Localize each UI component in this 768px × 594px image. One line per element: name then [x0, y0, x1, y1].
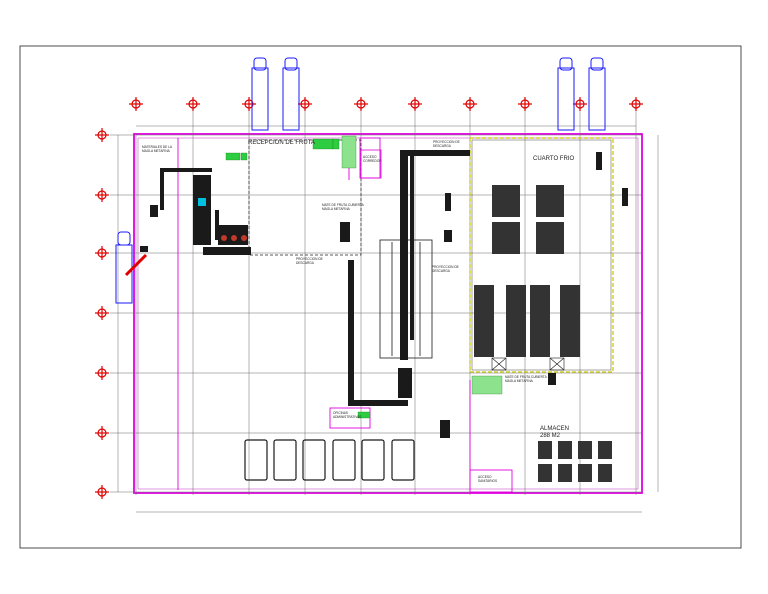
note-top-left-1: MATERIALES DE LA: [142, 145, 173, 149]
main-conveyor: [348, 150, 470, 406]
note-office-1: OFICINAS: [333, 411, 349, 415]
processing-line-left: [140, 168, 251, 255]
truck-top-1: [251, 57, 269, 131]
note-access-2: SANITARIOS: [478, 479, 498, 483]
machine-rollers: [221, 235, 247, 241]
reception-area: [248, 139, 362, 256]
building-boundary: [133, 133, 643, 494]
cold-room-area: [469, 137, 614, 373]
cold-room-inner: [471, 139, 612, 371]
note-mid-right-1: PROYECCION DE: [432, 265, 459, 269]
building-inner-line: [137, 137, 639, 490]
bin-row: [244, 439, 415, 481]
misc-equipment: [340, 152, 628, 438]
note-cold-bottom-2: MAGLA METAFINA: [505, 379, 533, 383]
top-axis-markers: [129, 97, 643, 111]
note-access-1: ACCESO: [478, 475, 492, 479]
note-office-2: ADMINISTRATIVAS: [333, 415, 362, 419]
note-upper-right-2: DESCARGA: [433, 144, 451, 148]
note-small-box-1: ACCESO: [363, 155, 377, 159]
cross-boxes: [491, 357, 565, 371]
truck-top-4: [588, 57, 606, 131]
note-reception-1: MATE DE FRUTA CUBIERTA: [322, 203, 364, 207]
warehouse-area: 288 M2: [540, 433, 561, 439]
note-mid-right-2: DESCARGA: [432, 269, 450, 273]
cold-room-pallets: [474, 185, 580, 357]
truck-top-3: [557, 57, 575, 131]
sheet-frame: [19, 45, 742, 549]
packing-tables: [379, 239, 433, 359]
access-box: [360, 149, 382, 179]
dimension-lines: [117, 125, 659, 513]
left-axis-markers: [95, 128, 109, 499]
green-equipment: [225, 135, 503, 419]
warehouse-title: ALMACEN: [540, 426, 570, 432]
note-cold-bottom-1: MATE DE FRUTA CUBIERTA: [505, 375, 547, 379]
cold-room-title: CUARTO FRIO: [533, 156, 575, 162]
truck-top-2: [282, 57, 300, 131]
note-upper-right-1: PROYECCION DE: [433, 140, 460, 144]
cyan-unit: [198, 198, 206, 206]
loading-ramp: [124, 253, 148, 277]
note-reception-2: MAGLA METAFINA: [322, 207, 350, 211]
interior-walls: [177, 136, 513, 493]
truck-left: [115, 231, 133, 304]
note-unloading-2: DESCARGA: [296, 261, 314, 265]
reception-title: RECEPCION DE FRUTA: [248, 140, 315, 146]
warehouse-pallets: [538, 441, 612, 482]
note-top-left-2: MAGLA METAFINA: [142, 149, 170, 153]
note-small-box-2: CORREDOR: [363, 159, 382, 163]
note-unloading-1: PROYECCION DE: [296, 257, 323, 261]
